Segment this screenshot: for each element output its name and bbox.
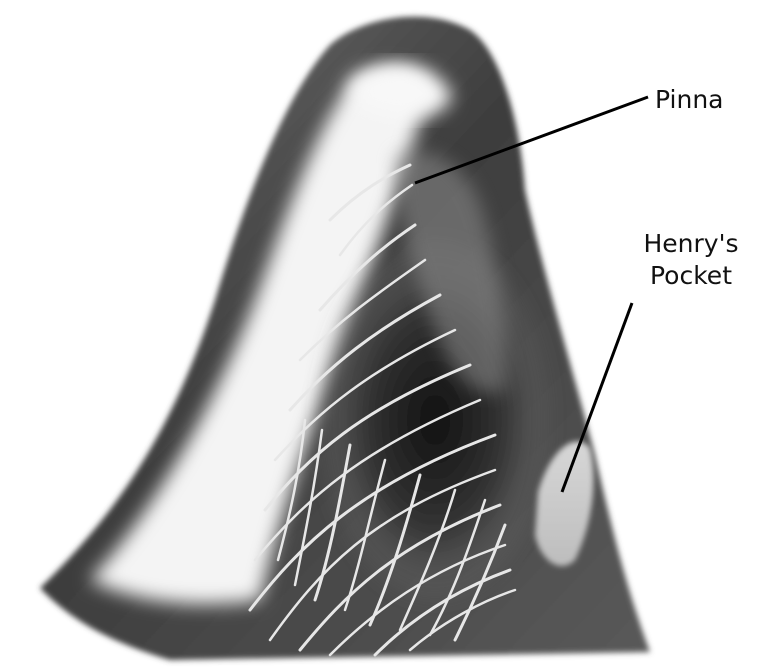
- henrys-pocket-label-line-2: Pocket: [642, 260, 740, 292]
- pinna-label: Pinna: [655, 84, 723, 116]
- henrys-pocket-label-line-1: Henry's: [642, 228, 740, 260]
- henrys-pocket-label: Henry's Pocket: [642, 228, 740, 292]
